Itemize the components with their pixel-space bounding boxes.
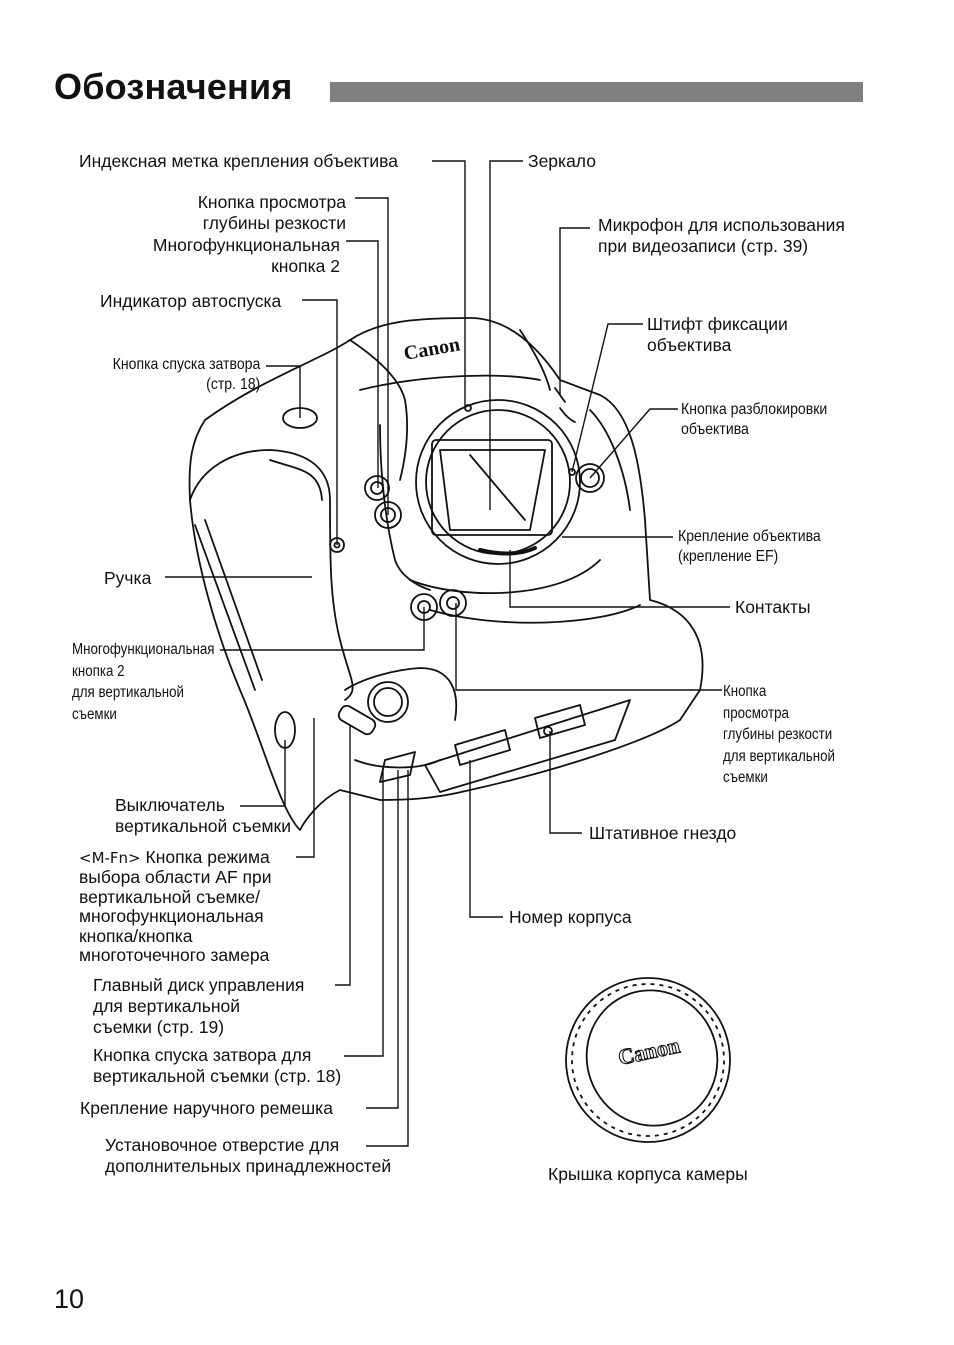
leader-multi-fn2 [346, 240, 379, 488]
label-dof-preview: Кнопка просмотра глубины резкости [197, 192, 346, 233]
leader-v-switch [240, 740, 286, 807]
page-number: 10 [54, 1284, 85, 1314]
label-accessory: Установочное отверстие для дополнительны… [105, 1135, 392, 1176]
leader-serial [469, 760, 503, 918]
leader-strap [366, 770, 399, 1109]
label-v-switch: Выключатель вертикальной съемки [115, 795, 291, 836]
cap-brand-logo: Canon [616, 1032, 682, 1069]
leader-v-shutter [344, 768, 384, 1057]
label-serial: Номер корпуса [509, 907, 632, 927]
leader-v-dof [455, 603, 722, 691]
leader-contacts [509, 550, 730, 608]
leader-mirror [489, 160, 523, 510]
bottom-plate [424, 699, 631, 793]
label-strap: Крепление наручного ремешка [80, 1098, 333, 1118]
leader-microphone [559, 227, 590, 395]
label-lens-lock-pin: Штифт фиксации объектива [647, 314, 788, 355]
leader-lens-lock [571, 323, 643, 473]
leader-shutter [266, 365, 301, 418]
label-mirror: Зеркало [528, 151, 596, 171]
camera-body-outline [188, 317, 704, 831]
body-cap-outline [565, 977, 731, 1143]
label-v-multi-fn2: Многофункциональная кнопка 2 для вертика… [72, 641, 215, 723]
leader-index-mark [432, 160, 466, 408]
mfn-symbol: <M-Fn> [79, 849, 141, 867]
lens-mount-ring [415, 399, 581, 565]
label-tripod: Штативное гнездо [589, 823, 737, 843]
leader-self-timer [302, 299, 338, 545]
label-lens-mount: Крепление объектива (крепление EF) [678, 528, 821, 565]
mirror-box [431, 439, 553, 536]
leader-mfn [296, 718, 315, 858]
label-contacts: Контакты [735, 597, 811, 617]
brand-logo: Canon [402, 333, 462, 365]
label-v-dof: Кнопка просмотра глубины резкости для ве… [723, 683, 835, 786]
label-v-shutter: Кнопка спуска затвора для вертикальной с… [93, 1045, 342, 1086]
title-rule [330, 82, 863, 102]
label-body-cap: Крышка корпуса камеры [548, 1164, 748, 1184]
leader-v-multi-fn2 [220, 607, 425, 651]
label-grip: Ручка [104, 568, 152, 588]
label-index-mark: Индексная метка крепления объектива [79, 151, 398, 171]
label-lens-release: Кнопка разблокировки объектива [681, 401, 828, 438]
label-mfn: <M-Fn> Кнопка режима выбора области AF п… [79, 847, 272, 966]
label-microphone: Микрофон для использования при видеозапи… [598, 215, 845, 256]
leader-accessory [366, 770, 409, 1147]
page-title: Обозначения [54, 66, 293, 107]
lens-release-button-shape [575, 463, 605, 493]
leader-lens-release [589, 408, 678, 479]
camera-grip-outline [189, 449, 354, 701]
leader-tripod [549, 731, 582, 834]
label-shutter: Кнопка спуска затвора (стр. 18) [112, 356, 261, 393]
dof-button-shape [364, 475, 390, 501]
leader-v-dial [335, 725, 351, 986]
label-self-timer: Индикатор автоспуска [100, 291, 282, 311]
label-multi-fn2: Многофункциональная кнопка 2 [152, 235, 340, 276]
label-v-dial: Главный диск управления для вертикальной… [93, 975, 305, 1037]
leader-dof [355, 197, 389, 515]
